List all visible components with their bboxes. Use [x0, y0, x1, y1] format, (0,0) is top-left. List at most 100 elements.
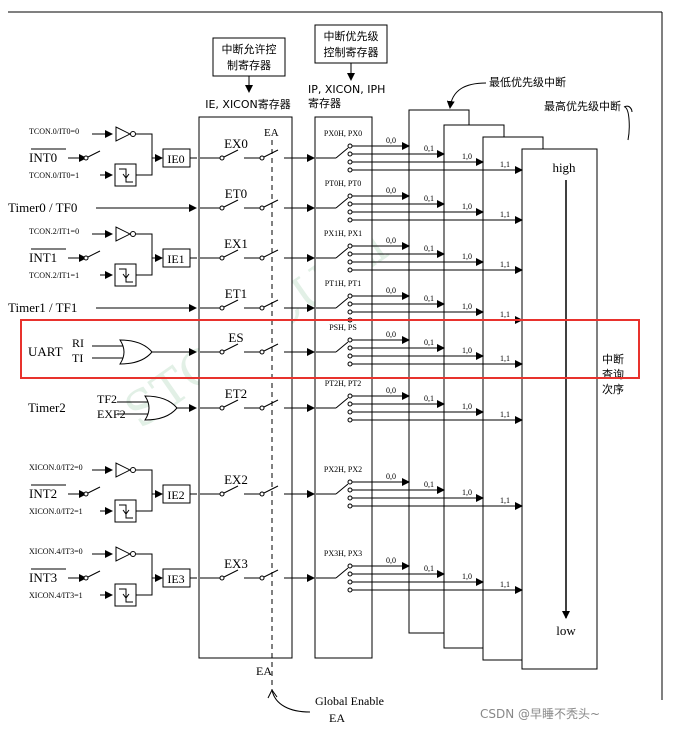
row-6-priority-label: PX2H, PX2	[324, 465, 362, 474]
row-5-input2-label: EXF2	[97, 407, 126, 421]
row-2-priority-label: PX1H, PX1	[324, 229, 362, 238]
row-1-dot-3	[347, 217, 353, 223]
row-2-dot-3	[347, 267, 353, 273]
row-4-ea-switch	[261, 343, 279, 353]
row-7-ea-switch	[261, 569, 279, 579]
row-7-dot-2	[347, 579, 353, 585]
row-6-ea-pivot	[259, 491, 265, 497]
ip-register-box	[314, 116, 373, 659]
row-4-input2-label: TI	[72, 351, 83, 365]
row-1-level-label-2: 1,0	[462, 202, 472, 211]
row-7-source-label: INT3	[29, 570, 57, 585]
global-enable-label: Global Enable	[315, 694, 384, 708]
row-0-inverter-bubble	[130, 131, 136, 137]
row-6-inverter	[115, 462, 132, 478]
row-6-dot-3	[347, 503, 353, 509]
row-7-switch-pivot	[83, 575, 89, 581]
row-7-enable-pivot	[219, 575, 225, 581]
row-7-dot-1	[347, 571, 353, 577]
row-6-inverter-bubble	[130, 467, 136, 473]
high-label: high	[552, 160, 576, 175]
row-5-dot-0	[347, 393, 353, 399]
row-7-join	[136, 553, 153, 596]
row-1-dot-0	[347, 193, 353, 199]
row-7-level-label-2: 1,0	[462, 572, 472, 581]
row-0-dot-3	[347, 167, 353, 173]
row-3-dot-0	[347, 293, 353, 299]
row-4-enable-pivot	[219, 349, 225, 355]
row-0-level-label-2: 1,0	[462, 152, 472, 161]
row-4-dot-2	[347, 353, 353, 359]
row-7-priority-switch	[335, 567, 349, 579]
row-3-level-label-3: 1,1	[500, 310, 510, 319]
row-4-level-label-2: 1,0	[462, 346, 472, 355]
ip-register-label-2: 寄存器	[308, 96, 341, 110]
row-6-switch	[85, 486, 101, 495]
row-2-flag-label: IE1	[167, 252, 184, 266]
row-5-level-label-2: 1,0	[462, 402, 472, 411]
row-5-priority-switch	[335, 397, 349, 409]
row-6-trigger1-label: XICON.0/IT2=1	[29, 507, 83, 516]
row-0-level-label-0: 0,0	[386, 136, 396, 145]
row-2-inverter-bubble	[130, 231, 136, 237]
row-0-inverter	[115, 126, 132, 142]
row-2-level-label-0: 0,0	[386, 236, 396, 245]
row-6-switch-pivot	[83, 491, 89, 497]
row-0-switch	[85, 150, 101, 159]
row-0-enable-label: EX0	[224, 136, 248, 151]
row-2-dot-0	[347, 243, 353, 249]
row-0-join	[136, 133, 153, 176]
row-5-enable-switch	[221, 399, 239, 409]
row-1-dot-1	[347, 201, 353, 207]
row-7-inverter	[115, 546, 132, 562]
row-4-enable-switch	[221, 343, 239, 353]
row-7-enable-switch	[221, 569, 239, 579]
row-2-switch-pivot	[83, 255, 89, 261]
row-3-enable-pivot	[219, 305, 225, 311]
row-2-edge-arrow	[122, 273, 130, 279]
row-7-flag-label: IE3	[167, 572, 184, 586]
row-4-dot-3	[347, 361, 353, 367]
row-1-priority-switch	[335, 197, 349, 209]
row-4-enable-label: ES	[228, 330, 243, 345]
row-1-ea-switch	[261, 199, 279, 209]
row-3-enable-switch	[221, 299, 239, 309]
row-5-level-label-0: 0,0	[386, 386, 396, 395]
row-1-enable-pivot	[219, 205, 225, 211]
row-7-trigger1-label: XICON.4/IT3=1	[29, 591, 83, 600]
row-2-ea-switch	[261, 249, 279, 259]
row-0-flag-label: IE0	[167, 152, 184, 166]
row-6-trigger0-label: XICON.0/IT2=0	[29, 463, 83, 472]
row-4-level-label-0: 0,0	[386, 330, 396, 339]
row-2-edge-symbol	[119, 268, 133, 283]
uart-highlight-box	[20, 319, 640, 379]
row-0-enable-switch	[221, 149, 239, 159]
row-2-priority-switch	[335, 247, 349, 259]
row-6-dot-2	[347, 495, 353, 501]
row-5-dot-3	[347, 417, 353, 423]
row-7-dot-0	[347, 563, 353, 569]
row-4-source-label: UART	[28, 344, 63, 359]
global-enable-ea-label: EA	[329, 711, 345, 725]
row-0-dot-0	[347, 143, 353, 149]
ip-register-label-1: IP, XICON, IPH	[308, 83, 385, 96]
row-7-level-label-1: 0,1	[424, 564, 434, 573]
ip-control-label-2: 控制寄存器	[324, 45, 379, 59]
row-3-priority-switch	[335, 297, 349, 309]
row-0-priority-label: PX0H, PX0	[324, 129, 362, 138]
ie-control-box	[212, 37, 286, 77]
row-4-input1-label: RI	[72, 336, 84, 350]
row-0-edge-symbol	[119, 168, 133, 183]
row-1-level-label-3: 1,1	[500, 210, 510, 219]
row-0-edge-arrow	[122, 173, 130, 179]
row-5-ea-switch	[261, 399, 279, 409]
priority-box-11	[521, 148, 598, 670]
row-6-dot-0	[347, 479, 353, 485]
row-6-priority-switch	[335, 483, 349, 495]
row-4-dot-0	[347, 337, 353, 343]
row-0-level-label-3: 1,1	[500, 160, 510, 169]
row-1-source-label: Timer0 / TF0	[8, 200, 77, 215]
row-6-enable-label: EX2	[224, 472, 248, 487]
row-7-dot-3	[347, 587, 353, 593]
